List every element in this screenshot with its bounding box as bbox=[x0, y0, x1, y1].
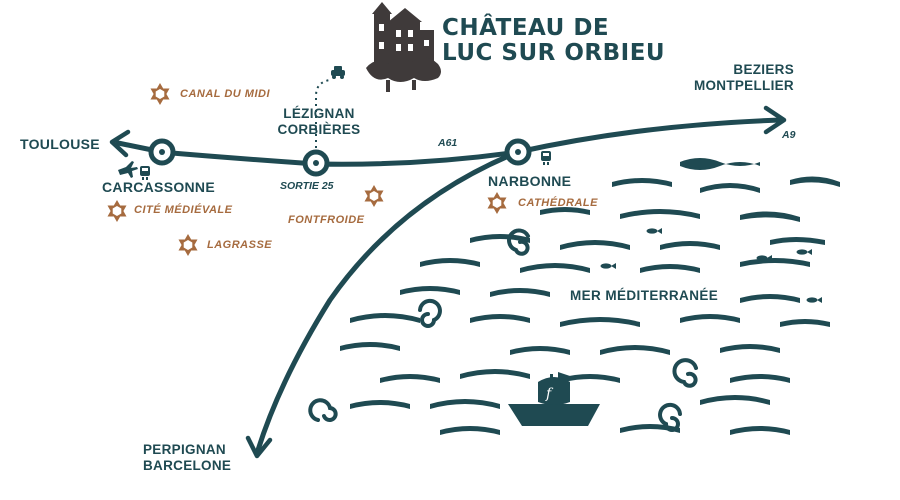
exit-sortie-25: SORTIE 25 bbox=[280, 180, 334, 192]
train-icon bbox=[541, 151, 551, 165]
ship-icon: f bbox=[508, 372, 600, 426]
destination-montpellier-label: MONTPELLIER bbox=[693, 78, 794, 93]
poi-cite-medievale: CITÉ MÉDIÉVALE bbox=[134, 204, 233, 216]
destination-beziers-label: BEZIERS bbox=[733, 62, 794, 77]
destination-perpignan: PERPIGNAN BARCELONE bbox=[143, 442, 231, 474]
poi-cathedrale: CATHÉDRALE bbox=[518, 197, 598, 209]
sea-waves bbox=[340, 158, 840, 435]
plane-icon bbox=[118, 161, 138, 178]
road-arrows bbox=[109, 105, 787, 459]
sea-label: MER MÉDITERRANÉE bbox=[570, 288, 719, 303]
road-a61: A61 bbox=[438, 137, 458, 149]
town-carcassonne: CARCASSONNE bbox=[102, 179, 215, 195]
town-markers bbox=[148, 138, 532, 177]
title-line-1: CHÂTEAU DE bbox=[442, 15, 610, 41]
destination-barcelone-label: BARCELONE bbox=[143, 458, 232, 473]
town-narbonne: NARBONNE bbox=[488, 173, 572, 189]
town-lezignan-line-1: LÉZIGNAN bbox=[283, 106, 355, 121]
destination-beziers: BEZIERS MONTPELLIER bbox=[676, 62, 794, 94]
svg-text:f: f bbox=[545, 386, 554, 402]
sea-spirals bbox=[308, 228, 698, 432]
title-line-2: LUC SUR ORBIEU bbox=[442, 40, 666, 66]
town-lezignan-line-2: CORBIÈRES bbox=[277, 122, 361, 137]
town-lezignan: LÉZIGNAN CORBIÈRES bbox=[272, 106, 366, 138]
poi-canal-du-midi: CANAL DU MIDI bbox=[180, 88, 271, 100]
destination-perpignan-label: PERPIGNAN bbox=[143, 442, 226, 457]
castle-access-path bbox=[315, 79, 331, 160]
castle-icon bbox=[366, 2, 441, 92]
road-a9: A9 bbox=[782, 129, 796, 141]
car-icon bbox=[331, 66, 345, 79]
page-title: CHÂTEAU DE LUC SUR ORBIEU bbox=[442, 16, 665, 66]
poi-lagrasse: LAGRASSE bbox=[207, 239, 273, 251]
train-icon bbox=[140, 166, 150, 180]
poi-fontfroide: FONTFROIDE bbox=[288, 214, 365, 226]
destination-toulouse: TOULOUSE bbox=[20, 136, 100, 152]
